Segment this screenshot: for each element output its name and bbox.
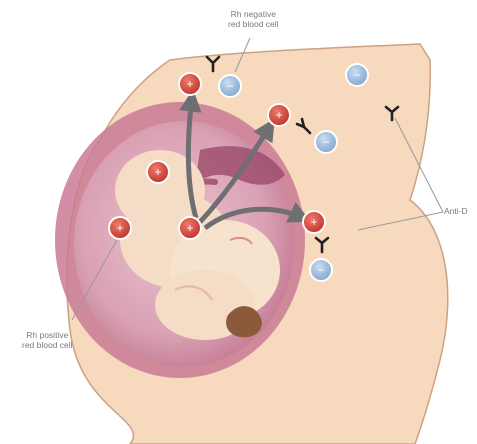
svg-text:+: + — [154, 165, 161, 179]
label-antibody: Anti-D — [444, 206, 468, 216]
rh-positive-cell-top: + — [179, 73, 201, 95]
rh-positive-cell-fetus-upper: + — [147, 161, 169, 183]
svg-text:−: − — [317, 263, 324, 277]
svg-text:+: + — [116, 221, 123, 235]
rh-negative-cell-bottom: − — [310, 259, 332, 281]
svg-text:−: − — [353, 68, 360, 82]
label-rh-negative-line1: Rh negative — [228, 9, 279, 19]
rh-negative-cell-top: − — [219, 75, 241, 97]
label-antibody-text: Anti-D — [444, 206, 468, 216]
rh-positive-cell-right: + — [303, 211, 325, 233]
rh-negative-cell-mid-right: − — [315, 131, 337, 153]
label-rh-positive: Rh positive red blood cell — [22, 330, 73, 350]
svg-text:+: + — [310, 215, 317, 229]
svg-text:+: + — [186, 221, 193, 235]
svg-text:+: + — [186, 77, 193, 91]
svg-text:+: + — [275, 108, 282, 122]
label-rh-negative-line2: red blood cell — [228, 19, 279, 29]
rh-positive-cell-left: + — [109, 217, 131, 239]
label-rh-negative: Rh negative red blood cell — [228, 9, 279, 29]
label-rh-positive-line1: Rh positive — [22, 330, 73, 340]
rh-negative-cell-far: − — [346, 64, 368, 86]
label-rh-positive-line2: red blood cell — [22, 340, 73, 350]
rh-positive-cell-center: + — [179, 217, 201, 239]
svg-text:−: − — [226, 79, 233, 93]
rh-positive-cell-upper-right: + — [268, 104, 290, 126]
svg-text:−: − — [322, 135, 329, 149]
